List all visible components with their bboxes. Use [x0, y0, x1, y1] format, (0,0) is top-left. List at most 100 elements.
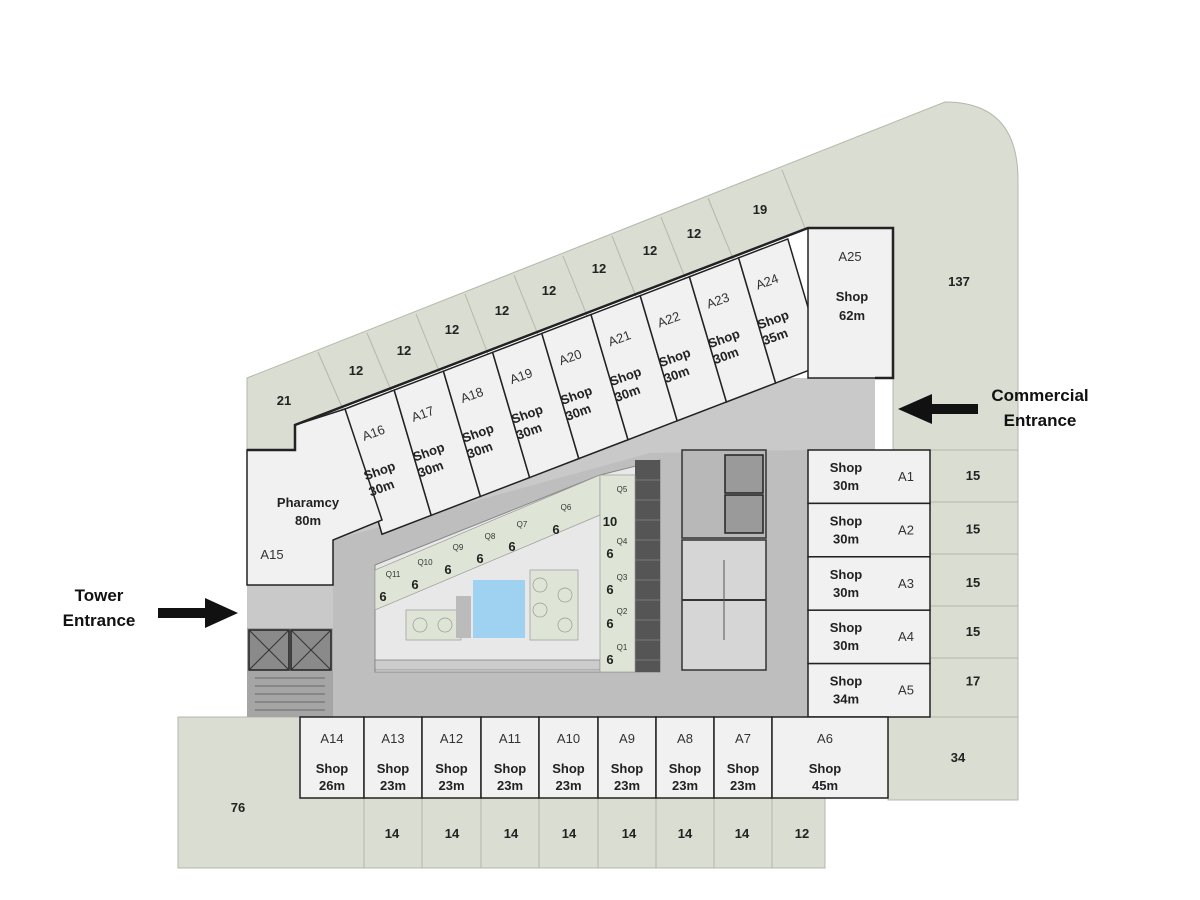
seating-area [374, 569, 601, 671]
parking-count: 17 [966, 674, 980, 689]
shop-code: A6 [817, 731, 833, 746]
shop-name: Shop [377, 761, 410, 776]
shop-unit-a12[interactable] [421, 716, 482, 799]
shop-size: 30m [833, 531, 859, 546]
shop-code: A7 [735, 731, 751, 746]
parking-count: 12 [542, 283, 556, 298]
parking-count: 14 [678, 826, 693, 841]
shop-size: 23m [438, 778, 464, 793]
shop-size: 62m [839, 308, 865, 323]
shop-code: A1 [898, 469, 914, 484]
kiosk-size: 6 [552, 522, 559, 537]
shop-unit-a10[interactable] [538, 716, 599, 799]
shop-code: A9 [619, 731, 635, 746]
parking-count: 14 [445, 826, 460, 841]
shop-unit-a25[interactable] [807, 227, 894, 379]
kiosk-size: 6 [379, 589, 386, 604]
commercial-entrance-arrow-icon [898, 394, 978, 424]
parking-count: 12 [349, 363, 363, 378]
parking-count: 19 [753, 202, 767, 217]
tower-entrance-arrow-icon [158, 598, 238, 628]
shop-code: A25 [838, 249, 861, 264]
tower-entrance-line2: Entrance [63, 611, 136, 630]
shop-size: 23m [614, 778, 640, 793]
shop-code: A18 [458, 384, 485, 406]
kiosk-size: 6 [508, 539, 515, 554]
shop-code: A8 [677, 731, 693, 746]
kiosks [374, 474, 636, 673]
shop-unit-a7[interactable] [713, 716, 773, 799]
shop-name: Shop [435, 761, 468, 776]
kiosk-size: 6 [444, 562, 451, 577]
shop-code: A5 [898, 683, 914, 698]
escalator [635, 460, 660, 672]
shop-code: A3 [898, 576, 914, 591]
shop-name: Shop [830, 460, 863, 475]
shop-name: Shop [836, 289, 869, 304]
shop-code: A24 [754, 271, 781, 293]
kiosk-code: Q9 [453, 543, 464, 552]
shop-code: A17 [409, 403, 436, 425]
shop-size: 23m [497, 778, 523, 793]
shop-unit-a8[interactable] [655, 716, 715, 799]
kiosk-size: 6 [411, 577, 418, 592]
kiosk-code: Q10 [417, 558, 433, 567]
tower-entrance: Tower Entrance [63, 586, 238, 630]
shop-unit-a14[interactable] [299, 716, 365, 799]
shop-size: 45m [812, 778, 838, 793]
kiosk-size: 6 [606, 652, 613, 667]
shop-code: A12 [440, 731, 463, 746]
shop-code: A23 [704, 290, 731, 312]
parking-count: 14 [735, 826, 750, 841]
parking-count: 14 [385, 826, 400, 841]
commercial-entrance: Commercial Entrance [898, 386, 1089, 430]
shop-size: 30m [833, 585, 859, 600]
kiosk-code: Q7 [517, 520, 528, 529]
pharmacy-size: 80m [295, 513, 321, 528]
kiosk-code: Q1 [617, 643, 628, 652]
shop-unit-a9[interactable] [597, 716, 657, 799]
shop-code: A22 [655, 308, 682, 330]
parking-count: 12 [495, 303, 509, 318]
shop-size: 23m [672, 778, 698, 793]
shop-name: Shop [830, 567, 863, 582]
tower-entrance-line1: Tower [75, 586, 124, 605]
kiosk-code: Q4 [617, 537, 628, 546]
shop-unit-a3[interactable] [807, 556, 931, 611]
kiosk-code: Q8 [485, 532, 496, 541]
shops-layer [299, 227, 931, 799]
shop-code: A11 [499, 731, 521, 746]
commercial-entrance-line2: Entrance [1004, 411, 1077, 430]
parking-count: 12 [687, 226, 701, 241]
shop-name: Shop [830, 620, 863, 635]
shop-name: Shop [611, 761, 644, 776]
shop-unit-a13[interactable] [363, 716, 423, 799]
parking-areas [177, 101, 1019, 869]
shop-unit-a11[interactable] [480, 716, 540, 799]
kiosk-code: Q2 [617, 607, 628, 616]
shop-name: Shop [727, 761, 760, 776]
shop-size: 34m [833, 692, 859, 707]
water-feature [473, 580, 525, 638]
parking-count: 12 [592, 261, 606, 276]
tower-lobby [247, 628, 333, 717]
shop-size: 23m [380, 778, 406, 793]
pharmacy-name: Pharamcy [277, 495, 340, 510]
commercial-entrance-line1: Commercial [991, 386, 1088, 405]
shop-code: A10 [557, 731, 580, 746]
parking-count: 15 [966, 521, 980, 536]
service-core [681, 449, 767, 671]
parking-count: 12 [795, 826, 809, 841]
shop-unit-a5[interactable] [807, 662, 931, 718]
kiosk-size: 10 [603, 514, 617, 529]
shop-name: Shop [830, 513, 863, 528]
shop-code: A16 [360, 422, 387, 444]
shop-size: 26m [319, 778, 345, 793]
kiosk-code: Q11 [386, 570, 401, 579]
parking-count: 76 [231, 800, 245, 815]
parking-count: 15 [966, 575, 980, 590]
parking-count: 34 [951, 750, 966, 765]
shop-unit-a6[interactable] [771, 716, 889, 799]
parking-count: 137 [948, 274, 970, 289]
kiosk-code: Q5 [617, 485, 628, 494]
